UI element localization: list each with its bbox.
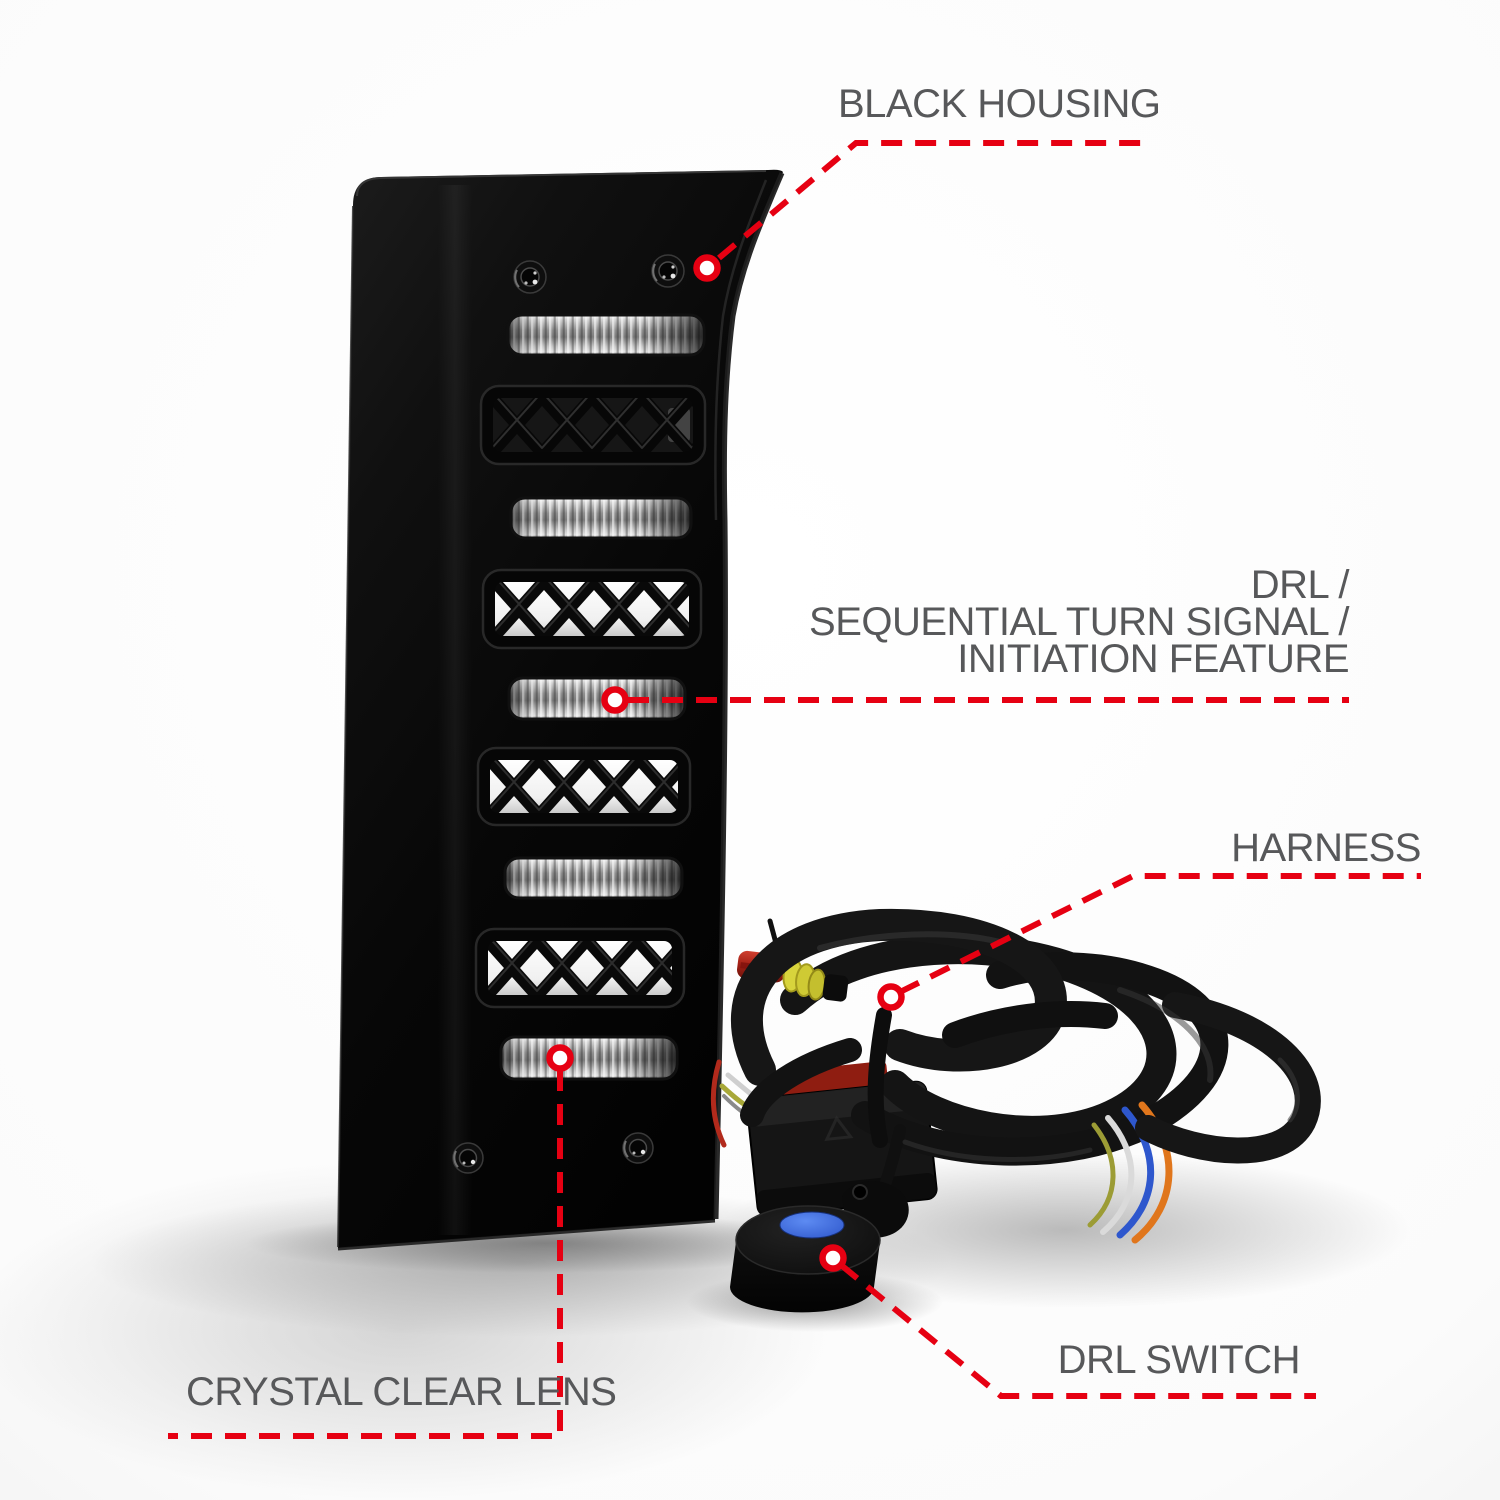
callout-markers <box>546 254 905 1272</box>
lens-strip-5 <box>499 1035 679 1081</box>
callout-label-crystal-clear-lens: CRYSTAL CLEAR LENS <box>186 1370 617 1414</box>
lens-strip-4 <box>503 856 684 900</box>
vent-grille-2 <box>481 568 703 650</box>
callout-label-drl-switch: DRL SWITCH <box>1057 1338 1301 1382</box>
lens-strip-3 <box>507 676 687 721</box>
lens-strip-2 <box>509 496 693 540</box>
callout-marker-crystal-clear-lens <box>546 1044 574 1072</box>
callout-line-drl-switch <box>839 1262 1316 1399</box>
screw-top-left <box>513 260 547 294</box>
fender-vent-panel <box>337 169 785 1251</box>
callout-line-black-housing <box>717 140 1141 261</box>
callout-label-drl-feature-line-2: SEQUENTIAL TURN SIGNAL / <box>809 600 1349 644</box>
callout-marker-harness <box>877 983 905 1011</box>
callout-marker-drl-feature <box>601 686 629 714</box>
vent-grille-1 <box>479 384 707 466</box>
vent-grille-3 <box>476 746 692 827</box>
callout-label-harness: HARNESS <box>1231 826 1421 870</box>
callout-line-harness <box>898 873 1421 995</box>
callout-label-black-housing: BLACK HOUSING <box>838 82 1161 126</box>
callout-label-drl-feature: DRL / SEQUENTIAL TURN SIGNAL / INITIATIO… <box>809 563 1350 681</box>
screw-bottom-right <box>622 1132 654 1164</box>
red-wire <box>710 1059 727 1148</box>
switch-button <box>779 1211 845 1239</box>
wiring-harness <box>710 908 1321 1244</box>
callout-lines <box>168 140 1421 1439</box>
callout-marker-black-housing <box>693 254 721 282</box>
callout-label-drl-feature-line-1: DRL / <box>1250 563 1350 607</box>
callout-marker-drl-switch <box>819 1244 847 1272</box>
callout-line-crystal-clear-lens <box>168 1070 563 1439</box>
screw-top-right <box>651 254 685 288</box>
callout-label-drl-feature-line-3: INITIATION FEATURE <box>957 637 1349 681</box>
screw-bottom-left <box>452 1142 484 1174</box>
lens-strip-1 <box>506 313 706 357</box>
vent-grille-4 <box>474 927 686 1009</box>
